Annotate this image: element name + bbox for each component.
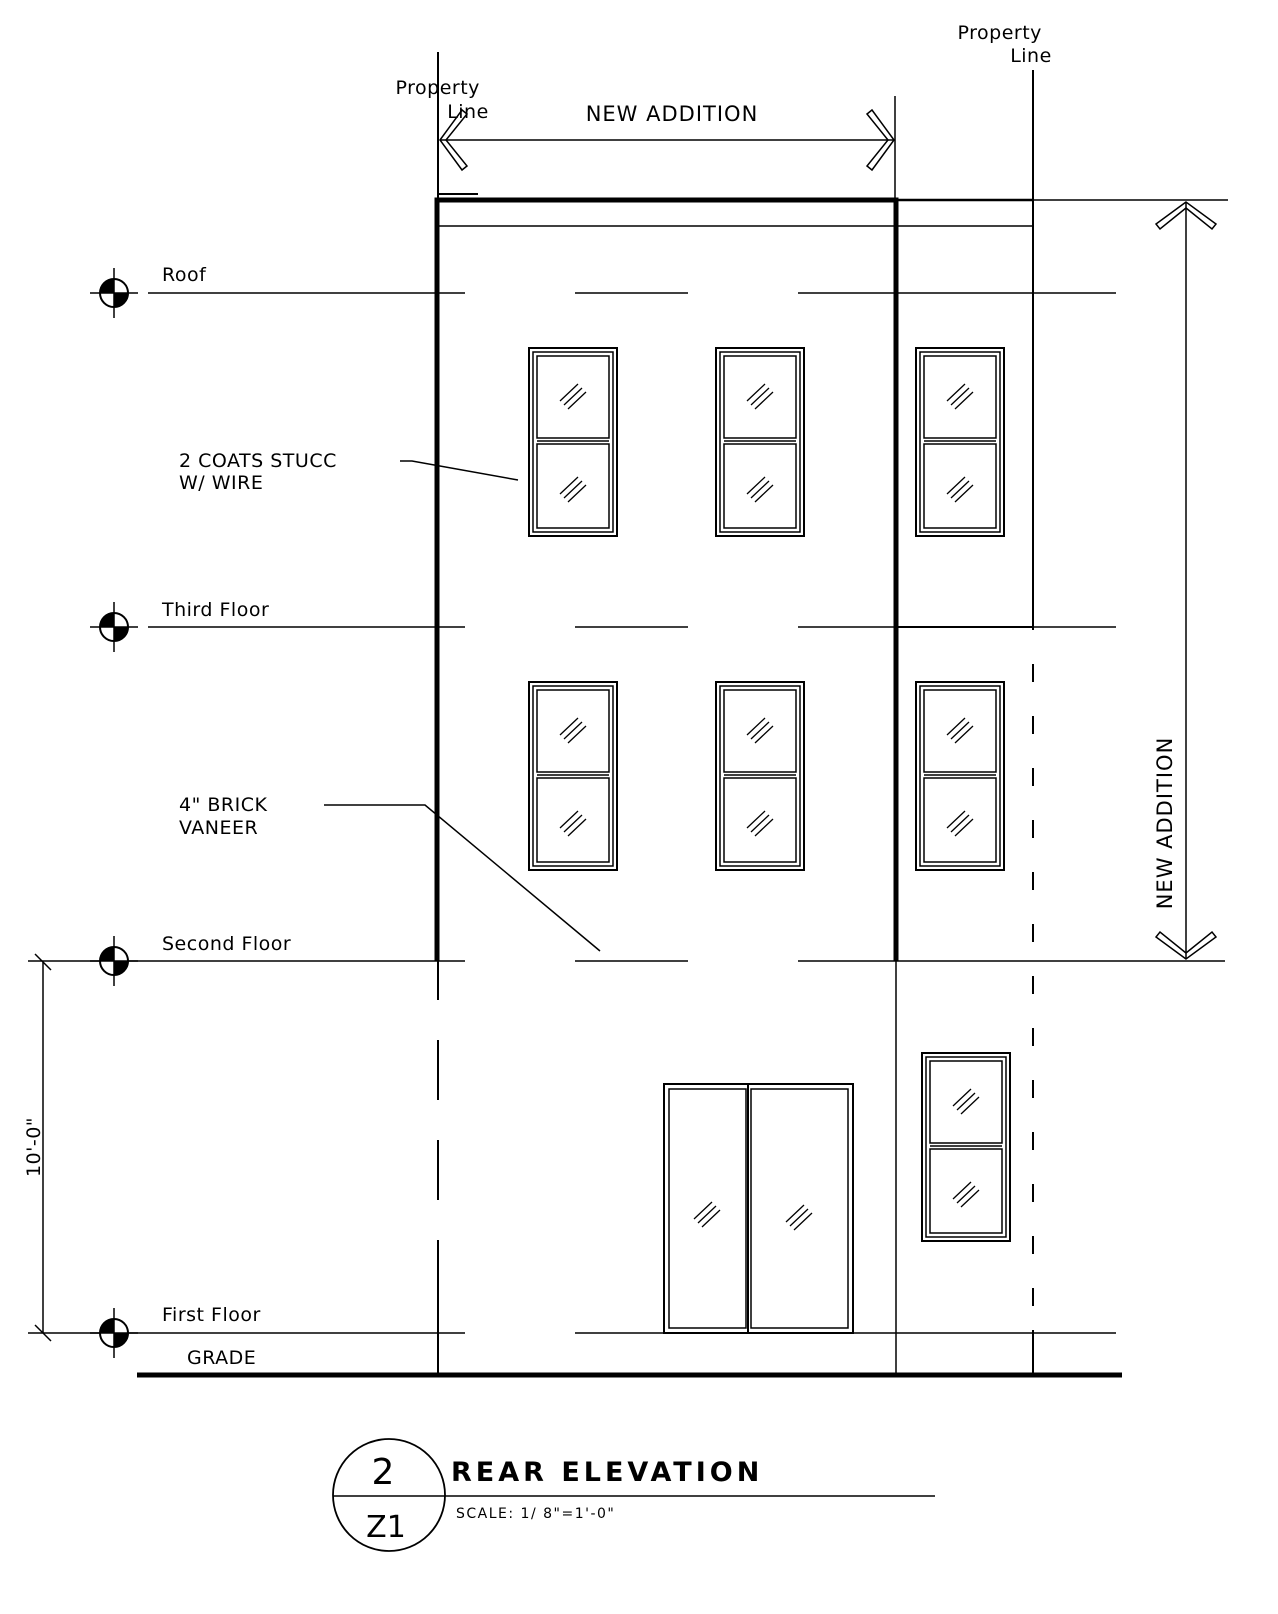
window-second-center	[715, 681, 805, 871]
level-roof-label: Roof	[162, 264, 207, 286]
datum-first-floor-icon	[89, 1307, 139, 1359]
dimension-top	[439, 96, 896, 200]
dimension-left	[34, 953, 52, 1342]
property-line-right-label: Property Line	[958, 22, 1052, 67]
level-second-floor-label: Second Floor	[162, 933, 291, 955]
window-third-left	[528, 347, 618, 537]
window-second-left	[528, 681, 618, 871]
datum-roof-icon	[89, 267, 139, 319]
brick-leader	[324, 804, 601, 952]
dimension-height-label: 10'-0"	[23, 1117, 45, 1177]
datum-third-floor-icon	[89, 601, 139, 653]
dimension-right	[1033, 199, 1228, 960]
drawing-title: REAR ELEVATION	[451, 1457, 763, 1488]
stucco-leader	[400, 460, 519, 481]
title-block: 2 Z1 REAR ELEVATION SCALE: 1/ 8"=1'-0"	[332, 1438, 935, 1552]
drawing-scale: SCALE: 1/ 8"=1'-0"	[456, 1506, 615, 1522]
property-line-left-label: Property Line	[396, 77, 489, 123]
window-first-right	[921, 1052, 1011, 1242]
grade-label: GRADE	[187, 1347, 256, 1369]
datum-second-floor-icon	[89, 935, 139, 987]
new-addition-side-label: NEW ADDITION	[1153, 737, 1177, 910]
level-third-floor-label: Third Floor	[161, 599, 269, 621]
detail-bubble	[332, 1438, 446, 1552]
detail-number: 2	[372, 1452, 395, 1493]
brick-callout: 4" BRICK VANEER	[179, 794, 274, 839]
sliding-door	[663, 1083, 854, 1334]
window-third-right	[915, 347, 1005, 537]
window-second-right	[915, 681, 1005, 871]
stucco-callout: 2 COATS STUCC W/ WIRE	[179, 450, 343, 494]
sheet-number: Z1	[366, 1510, 406, 1545]
level-first-floor-label: First Floor	[162, 1304, 261, 1326]
new-addition-outline	[434, 193, 1035, 1376]
window-third-center	[715, 347, 805, 537]
new-addition-top-label: NEW ADDITION	[586, 102, 759, 126]
